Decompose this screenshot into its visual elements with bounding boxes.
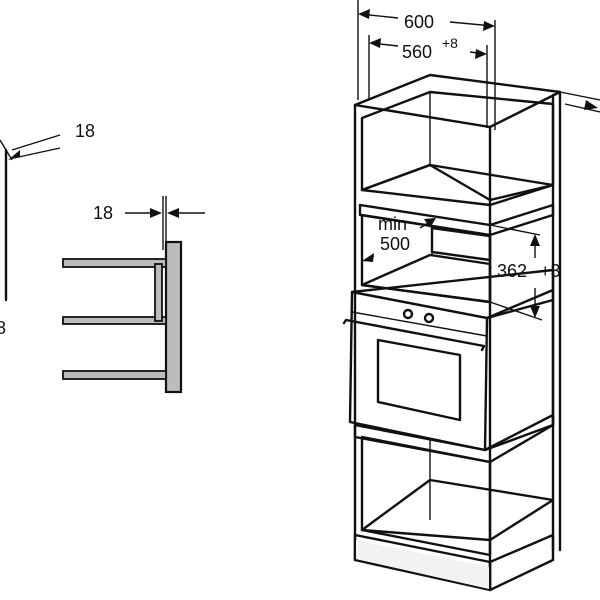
oven-handle xyxy=(342,318,486,352)
shelf-middle xyxy=(62,316,167,325)
shelf-bottom xyxy=(62,370,167,380)
shelf-panel-thickness-label: 18 xyxy=(93,203,113,223)
shelf-support xyxy=(154,263,163,322)
min-depth-value-label: 500 xyxy=(380,234,410,254)
oven-knob-left xyxy=(402,308,414,320)
oven-window xyxy=(376,338,462,422)
tall-cabinet: 600 560 +8 min 500 xyxy=(342,0,600,592)
niche-width-label: 560 xyxy=(402,42,432,62)
shelf-top xyxy=(62,258,167,268)
left-panel-fragment: 18 8 xyxy=(0,121,95,338)
min-depth-label: min xyxy=(378,214,407,234)
shelf-section-detail: 18 xyxy=(62,196,205,394)
opening-height-label: 362 xyxy=(497,261,527,281)
niche-width-tolerance-label: +8 xyxy=(442,35,458,51)
left-panel-thickness-label: 18 xyxy=(75,121,95,141)
left-edge-fragment-label: 8 xyxy=(0,318,6,338)
cabinet-width-label: 600 xyxy=(404,12,434,32)
side-panel xyxy=(164,240,183,394)
oven-knob-right xyxy=(423,312,435,324)
